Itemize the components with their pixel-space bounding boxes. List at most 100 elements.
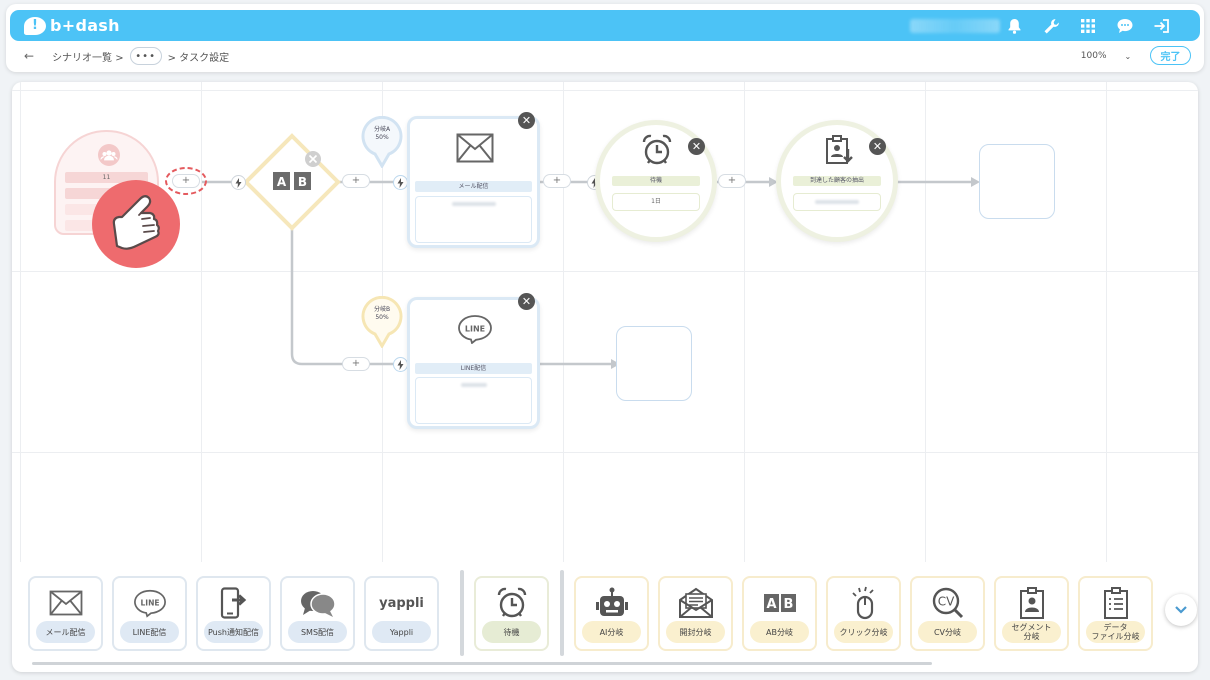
pointing-hand-icon [112,195,160,250]
trigger-bolt-icon[interactable] [393,175,408,190]
branch-a-ratio: 50% [375,134,389,141]
data-file-icon [1103,587,1128,619]
palette-sms-delivery[interactable]: SMS配信 [280,576,355,651]
line-node-content [415,377,532,424]
trigger-bolt-icon[interactable] [231,175,246,190]
empty-step-slot[interactable] [616,326,692,401]
add-step-button[interactable]: + [172,174,200,188]
palette-segment-branch[interactable]: セグメント 分岐 [994,576,1069,651]
palette-divider [460,570,464,656]
palette-item-label: セグメント 分岐 [1002,621,1061,643]
line-node-label: LINE配信 [415,363,532,374]
svg-text:B: B [298,175,307,189]
bell-icon[interactable] [1002,14,1026,38]
palette-push-delivery[interactable]: Push通知配信 [196,576,271,651]
delete-node-button[interactable]: ✕ [518,112,535,129]
delete-node-button[interactable]: ✕ [688,138,705,155]
add-step-button[interactable]: + [543,174,571,188]
logo-text: b+dash [50,16,120,35]
add-step-button[interactable]: + [342,357,370,371]
palette-mail-delivery[interactable]: メール配信 [28,576,103,651]
palette-item-label: SMS配信 [288,621,347,643]
branch-a-name: 分岐A [373,126,391,133]
add-step-button[interactable]: + [718,174,746,188]
done-button[interactable]: 完了 [1150,46,1191,65]
palette-line-delivery[interactable]: LINE LINE配信 [112,576,187,651]
palette-item-label: クリック分岐 [834,621,893,643]
zoom-value: 100% [1080,51,1107,61]
app-header: ! b+dash [10,10,1200,41]
palette-wait[interactable]: 待機 [474,576,549,651]
ab-split-node[interactable]: A B [243,133,341,231]
line-icon: LINE [133,589,166,618]
palette-yappli[interactable]: yappli Yappli [364,576,439,651]
alarm-clock-icon [642,134,672,165]
wait-node-label: 待機 [612,176,700,186]
palette-item-label: Push通知配信 [204,621,263,643]
mail-node-content [415,196,532,243]
palette-open-branch[interactable]: 開封分岐 [658,576,733,651]
task-palette: メール配信 LINE LINE配信 Push通知配信 SMS配信 yappli … [22,566,1197,666]
breadcrumb: ← シナリオ一覧 > ••• > タスク設定 [24,46,229,66]
logout-icon[interactable] [1150,14,1174,38]
mail-delivery-node[interactable]: メール配信 [407,116,540,248]
user-name-blurred [910,19,1000,33]
palette-item-label: 待機 [482,621,541,643]
support-chat-icon[interactable] [1113,14,1137,38]
palette-scrollbar[interactable] [32,662,932,665]
segment-card-icon [1019,587,1044,619]
segment-count: 11 [65,172,148,183]
push-notification-icon [220,587,246,619]
cv-search-icon: CV [932,587,963,619]
group-users-icon [98,144,120,166]
palette-item-label: 開封分岐 [666,621,725,643]
svg-text:B: B [783,597,793,612]
extract-list-icon [826,135,853,164]
wait-duration: 1日 [612,193,700,211]
palette-click-branch[interactable]: クリック分岐 [826,576,901,651]
palette-item-label: AB分岐 [750,621,809,643]
palette-cv-branch[interactable]: CV CV分岐 [910,576,985,651]
delete-node-button[interactable]: ✕ [869,138,886,155]
breadcrumb-scenario-list[interactable]: シナリオ一覧 > [52,52,124,64]
chevron-down-icon [1175,606,1187,614]
tap-hint-circle [92,180,180,268]
back-arrow-icon[interactable]: ← [24,49,35,63]
branch-b-name: 分岐B [373,306,391,313]
svg-text:LINE: LINE [465,325,485,334]
logo[interactable]: ! b+dash [24,16,120,35]
line-delivery-node[interactable]: LINE LINE配信 [407,297,540,429]
robot-icon [595,587,628,616]
chevron-down-icon: ⌄ [1124,51,1132,61]
add-step-button[interactable]: + [342,174,370,188]
breadcrumb-ellipsis[interactable]: ••• [129,47,162,65]
palette-item-label: CV分岐 [918,621,977,643]
palette-ai-branch[interactable]: AI分岐 [574,576,649,651]
palette-data-file-branch[interactable]: データ ファイル分岐 [1078,576,1153,651]
yappli-icon: yappli [379,595,424,611]
logo-icon: ! [24,16,46,35]
sms-bubbles-icon [300,591,336,617]
breadcrumb-current: > タスク設定 [167,52,230,64]
palette-expand-button[interactable] [1165,594,1197,626]
trigger-bolt-icon[interactable] [393,357,408,372]
palette-item-label: データ ファイル分岐 [1086,621,1145,643]
branch-b-ratio: 50% [375,314,389,321]
empty-step-slot[interactable] [979,144,1055,219]
open-mail-icon [678,587,713,618]
zoom-select[interactable]: 100% ⌄ [1070,46,1142,66]
svg-text:A: A [277,175,287,189]
svg-text:CV: CV [937,595,954,609]
extract-node-content [793,193,881,211]
extract-node-label: 到達した顧客の抽出 [793,176,881,186]
wrench-icon[interactable] [1039,14,1063,38]
palette-divider [560,570,564,656]
mail-node-label: メール配信 [415,181,532,192]
delete-node-button[interactable]: ✕ [518,293,535,310]
grid-apps-icon[interactable] [1076,14,1100,38]
